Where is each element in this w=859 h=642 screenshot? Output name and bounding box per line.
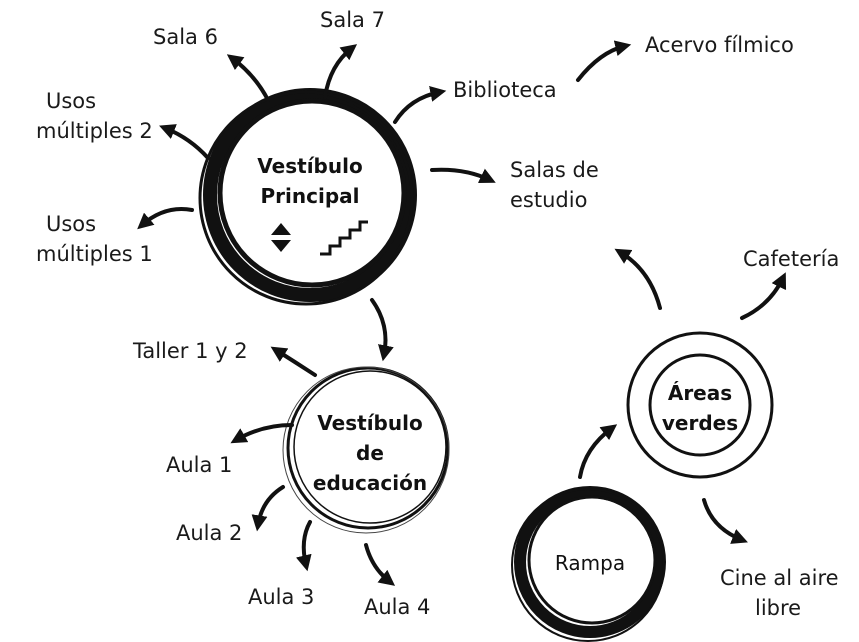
vestibulo-educacion-line1: Vestíbulo bbox=[317, 411, 422, 435]
arrow-rampa-areas bbox=[578, 424, 618, 479]
arrow-to-educacion bbox=[370, 298, 394, 362]
arrow-aula3 bbox=[295, 520, 312, 572]
vestibulo-educacion-line2: de bbox=[356, 441, 384, 465]
label-acervo: Acervo fílmico bbox=[645, 33, 794, 57]
arrow-usos1 bbox=[137, 207, 194, 230]
arrow-acervo bbox=[576, 40, 632, 82]
arrow-usos2 bbox=[159, 124, 210, 160]
rampa-node: Rampa bbox=[511, 486, 666, 642]
arrow-to-salas-estudio bbox=[614, 248, 662, 310]
label-aula4: Aula 4 bbox=[364, 595, 430, 619]
arrow-taller bbox=[270, 346, 317, 377]
label-aula1: Aula 1 bbox=[166, 453, 232, 477]
arrow-aula1 bbox=[230, 423, 294, 444]
rampa-label: Rampa bbox=[555, 551, 625, 575]
arrow-cine bbox=[702, 498, 748, 544]
areas-verdes-node: Áreas verdes bbox=[626, 331, 774, 479]
label-aula2: Aula 2 bbox=[176, 521, 242, 545]
label-usos1-line1: Usos bbox=[46, 212, 96, 236]
vestibulo-educacion-line3: educación bbox=[313, 471, 427, 495]
label-salas-estudio-line2: estudio bbox=[510, 188, 587, 212]
label-taller: Taller 1 y 2 bbox=[132, 339, 248, 363]
label-usos2-line1: Usos bbox=[46, 89, 96, 113]
label-cafeteria: Cafetería bbox=[743, 247, 839, 271]
label-cine-line2: libre bbox=[755, 596, 801, 620]
arrow-salas-estudio bbox=[430, 167, 496, 184]
arrow-sala6 bbox=[226, 54, 270, 102]
areas-verdes-line2: verdes bbox=[662, 411, 738, 435]
vestibulo-educacion-node: Vestíbulo de educación bbox=[282, 366, 450, 534]
arrow-cafeteria bbox=[740, 272, 787, 320]
arrow-aula4 bbox=[364, 543, 396, 586]
label-usos1-line2: múltiples 1 bbox=[36, 242, 153, 266]
vestibulo-principal-line2: Principal bbox=[261, 184, 360, 208]
labels: Sala 6 Sala 7 Biblioteca Acervo fílmico … bbox=[36, 8, 839, 620]
arrows bbox=[137, 40, 787, 586]
label-salas-estudio-line1: Salas de bbox=[510, 158, 599, 182]
vestibulo-principal-node: Vestíbulo Principal bbox=[198, 88, 417, 306]
arrow-biblioteca bbox=[393, 86, 447, 124]
up-down-triangles-icon bbox=[271, 223, 291, 252]
label-sala6: Sala 6 bbox=[153, 25, 218, 49]
label-aula3: Aula 3 bbox=[248, 585, 314, 609]
label-cine-line1: Cine al aire bbox=[720, 566, 839, 590]
label-biblioteca: Biblioteca bbox=[453, 78, 557, 102]
arrow-aula2 bbox=[251, 485, 285, 532]
areas-verdes-line1: Áreas bbox=[668, 381, 732, 405]
label-usos2-line2: múltiples 2 bbox=[36, 119, 153, 143]
arrow-sala7 bbox=[323, 44, 358, 99]
label-sala7: Sala 7 bbox=[320, 8, 385, 32]
vestibulo-principal-line1: Vestíbulo bbox=[257, 154, 362, 178]
stairs-icon bbox=[320, 220, 368, 256]
